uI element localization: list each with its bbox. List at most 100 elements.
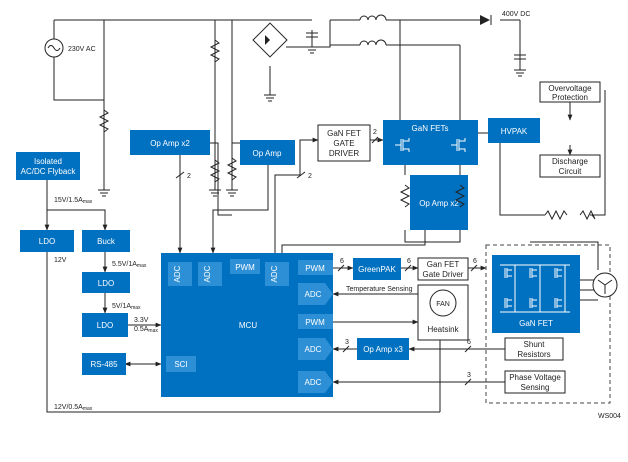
gan-gate-driver-line2: GATE [333, 139, 354, 148]
ldo-12v-output-label: 12V [54, 257, 67, 264]
ldo-12v-label: LDO [39, 237, 55, 246]
mcu-adc-right-1: ADC [298, 283, 333, 305]
phase-sensing-line1: Phase Voltage [509, 373, 561, 382]
resistor-symbols [98, 39, 596, 221]
ground-symbols [98, 46, 526, 197]
diode-symbol [480, 15, 492, 25]
opamp-x2-top-block: Op Amp x2 [130, 130, 210, 155]
motor-symbol [592, 272, 618, 298]
greenpak-label: GreenPAK [358, 265, 396, 274]
flyback-label-line2: AC/DC Flyback [21, 167, 77, 176]
flyback-block: Isolated AC/DC Flyback [16, 152, 80, 180]
fan-heatsink-block: FAN Heatsink [417, 284, 469, 341]
ldo-5v-output-label: 5V/1Amax [112, 303, 141, 311]
gan-gate-driver-block: GaN FET GATE DRIVER [317, 124, 371, 162]
bus-width-label: 2 [187, 173, 191, 180]
bridge-rectifier-symbol [252, 22, 288, 58]
svg-text:ADC: ADC [305, 378, 322, 387]
opamp-x3-block: Op Amp x3 [357, 338, 409, 360]
gan-gate-driver-line1: GaN FET [327, 129, 361, 138]
mcu-adc-top-2: ADC [198, 262, 222, 286]
ov-protection-line1: Overvoltage [548, 84, 592, 93]
greenpak-block: GreenPAK [353, 258, 401, 280]
svg-text:ADC: ADC [203, 265, 212, 282]
heatsink-label: Heatsink [427, 325, 459, 334]
sense-resistor-symbols [399, 184, 466, 208]
figure-id: WS004 [598, 413, 621, 420]
flyback-output-label: 15V/1.5Amax [54, 197, 93, 205]
overvoltage-protection-block: Overvoltage Protection [539, 81, 601, 103]
inverter-label: GaN FET [519, 319, 553, 328]
fet-array-icon [500, 264, 570, 313]
buck-block: Buck [82, 230, 130, 252]
capacitor-symbols [306, 32, 526, 60]
hvpak-block: HVPAK [488, 118, 540, 143]
shunt-resistors-block: Shunt Resistors [504, 337, 564, 361]
mcu-block: MCU ADC ADC PWM ADC PWM ADC PWM [161, 253, 333, 397]
svg-text:ADC: ADC [305, 290, 322, 299]
svg-text:PWM: PWM [305, 264, 325, 273]
inv-gate-driver-line1: Gan FET [427, 260, 460, 269]
mcu-adc-right-2: ADC [298, 338, 333, 360]
opamp-x2-top-label: Op Amp x2 [150, 139, 190, 148]
svg-text:ADC: ADC [173, 265, 182, 282]
bus-width-label: 6 [407, 258, 411, 265]
discharge-circuit-block: Discharge Circuit [539, 154, 601, 178]
mcu-pwm-right-2: PWM [298, 314, 333, 329]
ldo-5v-label: LDO [98, 279, 114, 288]
inductor-symbols [359, 14, 387, 46]
discharge-line2: Circuit [559, 167, 582, 176]
mcu-adc-top-3: ADC [265, 262, 289, 286]
inv-gate-driver-line2: Gate Driver [423, 270, 464, 279]
ac-source-symbol [44, 38, 64, 58]
opamp-x3-label: Op Amp x3 [363, 345, 403, 354]
rs485-block: RS-485 [82, 353, 126, 375]
mcu-label: MCU [239, 321, 257, 330]
bus-width-label: 6 [473, 258, 477, 265]
ov-protection-line2: Protection [552, 93, 588, 102]
mcu-adc-right-3: ADC [298, 371, 333, 393]
flyback-label-line1: Isolated [34, 157, 62, 166]
aux-supply-label: 12V/0.5Amax [54, 404, 93, 412]
inverter-dashed-boundary [485, 244, 611, 404]
svg-text:SCI: SCI [174, 360, 187, 369]
mcu-pwm-top: PWM [230, 259, 260, 274]
opamp-mid-block: Op Amp [240, 140, 295, 165]
bus-width-label: 3 [345, 339, 349, 346]
discharge-line1: Discharge [552, 157, 589, 166]
bus-width-label: 2 [373, 129, 377, 136]
opamp-x2-pfc-label: Op Amp x2 [419, 199, 459, 208]
ldo-5v-block: LDO [82, 272, 130, 293]
buck-output-label: 5.5V/1Amax [112, 261, 147, 269]
bus-width-label: 3 [467, 372, 471, 379]
buck-label: Buck [97, 237, 116, 246]
gan-fets-pfc-block: GaN FETs [383, 120, 478, 165]
phase-voltage-sensing-block: Phase Voltage Sensing [504, 370, 566, 394]
rs485-label: RS-485 [90, 360, 118, 369]
inverter-gate-driver-block: Gan FET Gate Driver [417, 257, 469, 281]
mcu-sci-port: SCI [166, 356, 196, 372]
shunt-line2: Resistors [517, 350, 550, 359]
svg-text:ADC: ADC [305, 345, 322, 354]
ldo-3v3-block: LDO [82, 313, 128, 337]
temperature-sensing-label: Temperature Sensing [346, 286, 413, 293]
svg-text:PWM: PWM [235, 263, 255, 272]
gan-gate-driver-line3: DRIVER [329, 149, 359, 158]
mcu-pwm-right-1: PWM [298, 260, 333, 275]
ac-source-label: 230V AC [68, 46, 96, 53]
dc-bus-label: 400V DC [502, 11, 530, 18]
ldo-3v3-voltage-label: 3.3V [134, 317, 149, 324]
bus-width-label: 2 [308, 173, 312, 180]
inverter-gan-fet-block: GaN FET [492, 255, 580, 333]
gan-fets-label: GaN FETs [412, 124, 449, 133]
ldo-12v-block: LDO [20, 230, 74, 252]
ldo-3v3-label: LDO [97, 321, 113, 330]
fan-label: FAN [436, 301, 450, 308]
ldo-3v3-current-label: 0.5Amax [134, 326, 158, 334]
bus-width-marks: 2 2 2 6 6 6 3 6 3 [175, 129, 478, 386]
shunt-line1: Shunt [524, 340, 546, 349]
opamp-x2-pfc-block: Op Amp x2 [410, 175, 468, 230]
fet-icon [395, 138, 466, 152]
svg-text:ADC: ADC [270, 265, 279, 282]
